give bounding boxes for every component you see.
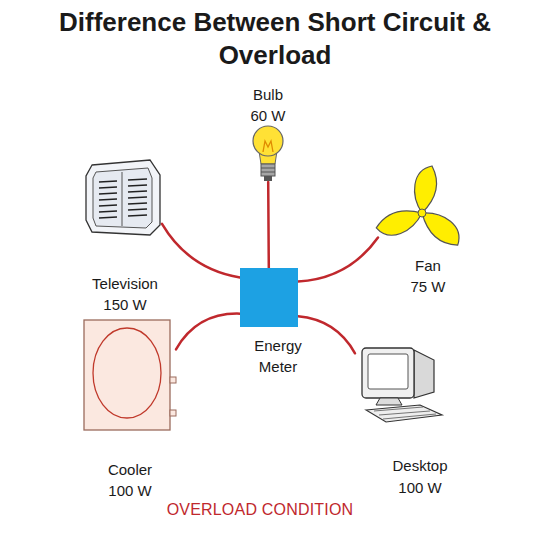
appliance-name: Energy Meter [243,335,313,377]
supply-wire [298,237,378,281]
appliance-name: Fan [373,255,483,276]
cooler-icon [84,320,176,430]
supply-wire [176,314,240,350]
appliance-box: Cooler100 W [84,320,176,430]
power-rating: 60 W [213,105,323,126]
appliance-box: Bulb60 W [250,122,286,182]
power-rating: 150 W [70,294,180,315]
supply-wire [267,182,270,268]
supply-wire [162,224,240,278]
appliance-box: Fan75 W [378,163,474,259]
television-icon [86,160,160,235]
appliance-name: Desktop [365,455,475,476]
desktop-icon [362,348,442,422]
energy-meter: Energy Meter [240,268,298,327]
diagram-title: Difference Between Short Circuit & Overl… [5,6,545,72]
fan-icon [374,166,466,249]
power-rating: 100 W [365,477,475,498]
power-rating: 75 W [373,276,483,297]
supply-wire [298,316,355,353]
bulb-icon [253,126,283,181]
diagram-caption: OVERLOAD CONDITION [60,500,460,520]
appliance-box: Television150 W [84,158,162,236]
appliance-name: Bulb [213,84,323,105]
appliance-name: Television [65,273,185,294]
appliance-name: Cooler [75,459,185,480]
appliance-box: Desktop100 W [355,340,445,425]
power-rating: 100 W [75,480,185,501]
